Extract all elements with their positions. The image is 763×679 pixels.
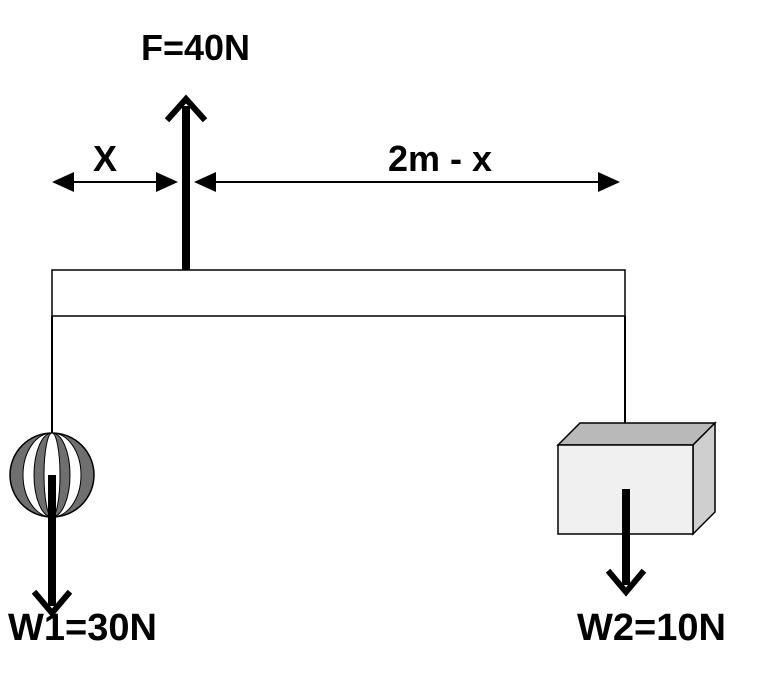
distance-x-label: X	[93, 138, 117, 179]
weight-left-label: W1=30N	[8, 607, 157, 649]
weight-arrow-right	[605, 489, 647, 597]
distance-2m-minus-x-label: 2m - x	[388, 138, 492, 179]
force-label: F=40N	[141, 27, 250, 68]
distance-2m-minus-x-dimension	[194, 172, 620, 192]
beam	[51, 269, 626, 317]
box-weight	[556, 421, 717, 536]
weight-arrow-left	[31, 475, 73, 618]
weight-right-label: W2=10N	[577, 607, 726, 649]
force-arrow	[164, 94, 208, 270]
distance-x-dimension	[52, 172, 178, 192]
